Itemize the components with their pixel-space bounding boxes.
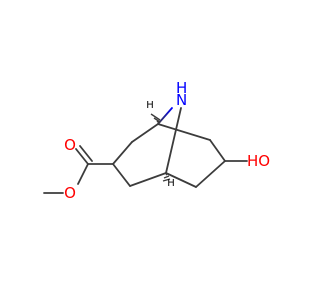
- bond-n-c5: [165, 107, 182, 174]
- bond-carbonyl-oester: [77, 163, 89, 185]
- bond-carbonyl-double-1: [75, 148, 89, 165]
- stereo-h-upper-label: H: [146, 100, 154, 111]
- nitrogen-label: N: [176, 91, 187, 109]
- ester-oxygen-label: O: [64, 184, 76, 202]
- skeleton-bonds: [43, 107, 248, 194]
- bond-c5-c6: [165, 172, 197, 188]
- bond-c4-c5: [129, 172, 167, 187]
- carbonyl-oxygen-label: O: [64, 136, 76, 154]
- bond-c8-c1: [157, 123, 211, 141]
- hydroxyl-label: HO: [247, 152, 270, 170]
- molecule-diagram: N H HO O O H H: [43, 79, 270, 202]
- bond-n-c1: [157, 107, 173, 125]
- bond-c2-c3: [112, 141, 133, 165]
- nitrogen-hydrogen-label: H: [176, 79, 187, 97]
- hashed-stereo-bond-lower: [162, 173, 171, 182]
- bond-carbonyl-double-2: [79, 145, 93, 162]
- bond-c1-c2: [131, 123, 159, 143]
- hashed-stereo-bond-upper: [150, 113, 161, 124]
- bond-c6-c7: [195, 160, 226, 188]
- bond-c7-c8: [209, 139, 226, 162]
- stereo-h-lower-label: H: [167, 178, 175, 189]
- bond-c3-c4: [112, 163, 131, 187]
